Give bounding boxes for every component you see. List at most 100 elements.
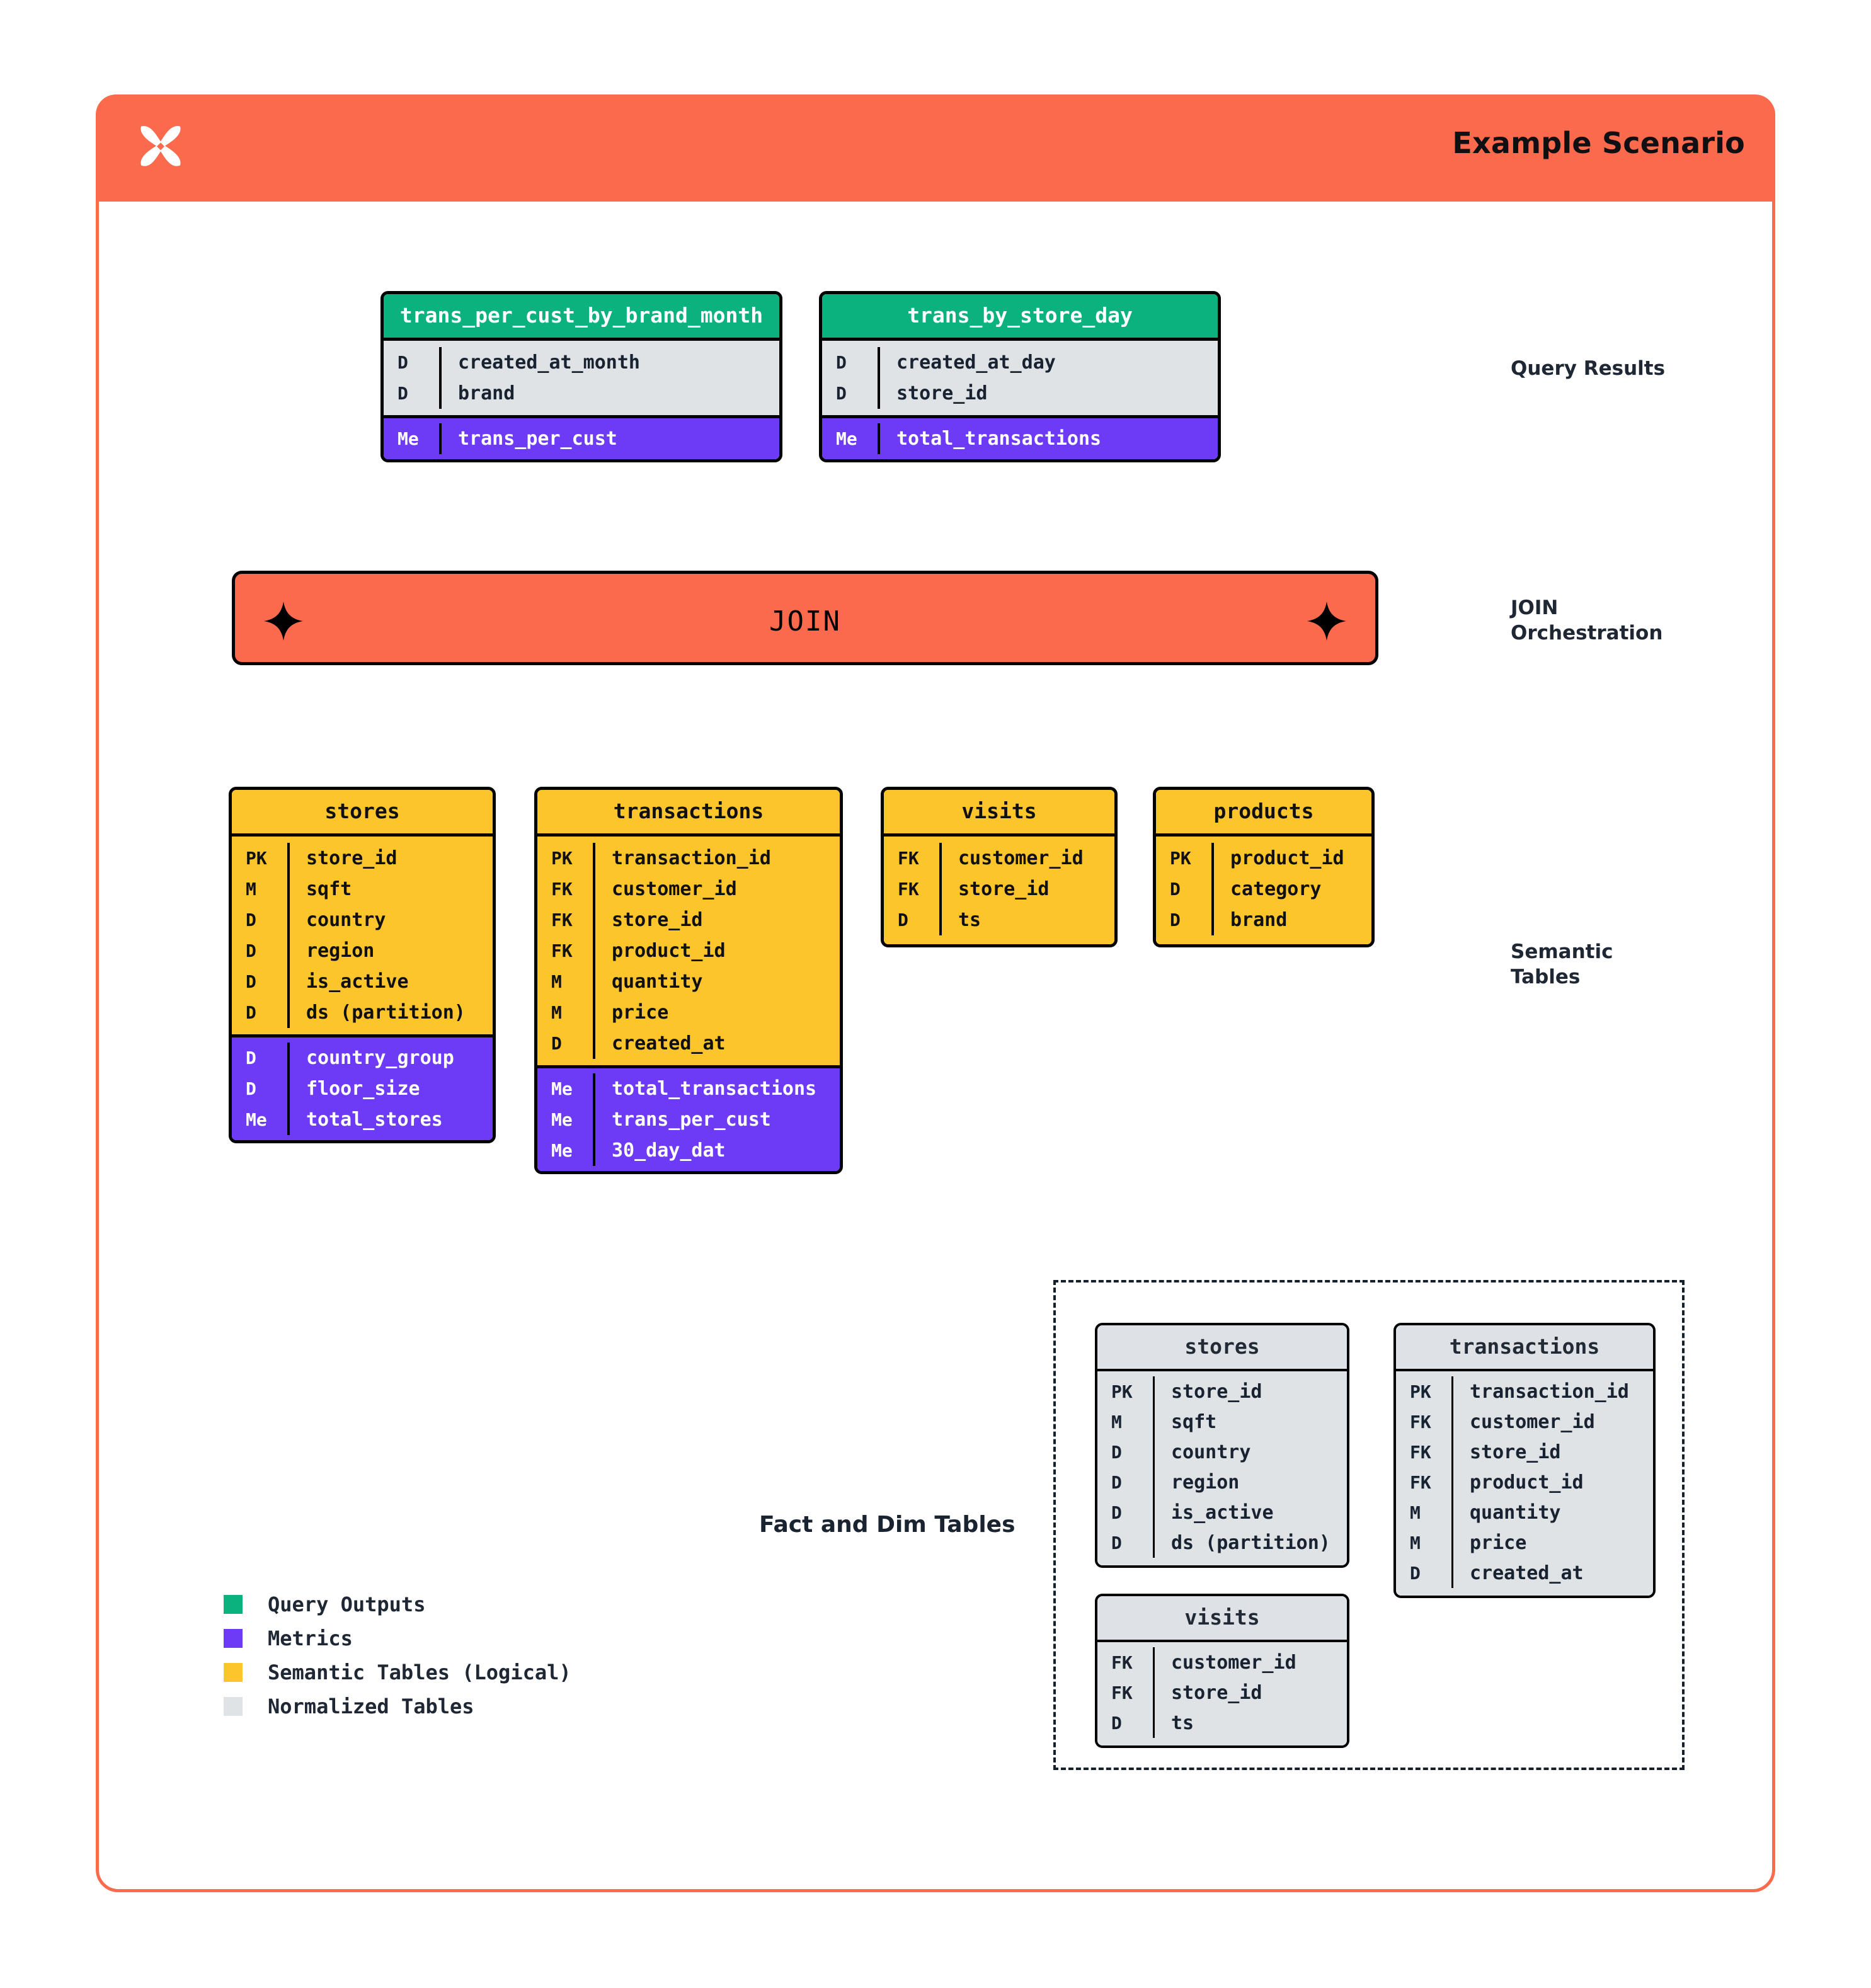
- row-field: price: [1470, 1531, 1527, 1554]
- row-field: floor_size: [306, 1078, 420, 1100]
- row-field: store_id: [1171, 1380, 1262, 1403]
- row-field: region: [306, 940, 375, 962]
- row-key: PK: [1410, 1381, 1431, 1402]
- query-result-table-0[interactable]: trans_per_cust_by_brand_month D created_…: [380, 291, 782, 462]
- metric-section: Me trans_per_cust: [384, 415, 779, 459]
- column-rule: [593, 1135, 595, 1166]
- row-key: D: [246, 1048, 256, 1068]
- annotation-semantic-line2: Tables: [1511, 965, 1581, 988]
- row-field: product_id: [1470, 1471, 1584, 1494]
- column-rule: [1153, 1528, 1155, 1558]
- column-rule: [287, 1104, 290, 1135]
- row-field: ts: [1171, 1711, 1194, 1734]
- join-node[interactable]: JOIN: [232, 571, 1378, 665]
- row-field: store_id: [306, 847, 398, 869]
- row-key: M: [1111, 1411, 1122, 1432]
- row-field: created_at_month: [458, 351, 640, 374]
- row-field: quantity: [612, 971, 703, 993]
- table-title: trans_by_store_day: [822, 294, 1218, 338]
- legend-swatch-semantic-tables: [224, 1663, 243, 1682]
- row-field: brand: [1230, 909, 1288, 931]
- column-rule: [593, 997, 595, 1028]
- column-rule: [439, 347, 442, 378]
- row-field: store_id: [1171, 1681, 1262, 1704]
- annotation-query-results: Query Results: [1511, 357, 1666, 380]
- sparkle-icon: [1307, 602, 1346, 641]
- page-title: Example Scenario: [1452, 126, 1745, 160]
- column-rule: [1451, 1497, 1453, 1528]
- column-rule: [1153, 1677, 1155, 1708]
- legend-swatch-normalized-tables: [224, 1697, 243, 1716]
- row-key: D: [1111, 1712, 1122, 1734]
- row-field: country_group: [306, 1047, 454, 1069]
- table-title: transactions: [1396, 1325, 1653, 1369]
- row-key: M: [1410, 1532, 1421, 1553]
- annotation-join-line1: JOIN: [1511, 597, 1559, 619]
- column-rule: [1451, 1467, 1453, 1497]
- column-rule: [1153, 1467, 1155, 1497]
- row-field: total_transactions: [612, 1078, 817, 1100]
- table-title: products: [1156, 790, 1371, 833]
- row-key: FK: [551, 940, 573, 961]
- row-key: FK: [1111, 1682, 1133, 1703]
- column-rule: [439, 378, 442, 409]
- table-title: visits: [884, 790, 1114, 833]
- row-field: country: [1171, 1441, 1251, 1463]
- row-field: customer_id: [958, 847, 1084, 869]
- dimension-section: D created_at_month D brand: [384, 338, 779, 415]
- annotation-semantic-tables: Semantic Tables: [1511, 940, 1613, 990]
- table-title: visits: [1097, 1596, 1347, 1640]
- row-key: FK: [551, 910, 573, 930]
- row-field: ds (partition): [306, 1002, 466, 1024]
- column-rule: [1211, 843, 1214, 874]
- row-field: country: [306, 909, 386, 931]
- row-key: D: [1170, 910, 1181, 930]
- row-key: PK: [1111, 1381, 1133, 1402]
- row-field: transaction_id: [1470, 1380, 1629, 1403]
- row-field: created_at_day: [896, 351, 1056, 374]
- column-rule: [287, 966, 290, 997]
- row-key: PK: [551, 848, 573, 869]
- table-title: stores: [1097, 1325, 1347, 1369]
- query-result-table-1[interactable]: trans_by_store_day D created_at_day D st…: [819, 291, 1221, 462]
- column-rule: [287, 1043, 290, 1073]
- row-key: D: [246, 940, 256, 961]
- row-field: sqft: [306, 878, 352, 900]
- row-key: FK: [1410, 1471, 1431, 1493]
- annotation-join-orchestration: JOIN Orchestration: [1511, 596, 1662, 646]
- legend-item: Query Outputs: [224, 1587, 571, 1621]
- column-rule: [878, 347, 880, 378]
- legend-item: Normalized Tables: [224, 1689, 571, 1723]
- column-rule: [1451, 1528, 1453, 1558]
- column-rule: [1451, 1558, 1453, 1588]
- table-row: FK product_id: [1396, 1467, 1653, 1497]
- row-field: customer_id: [1171, 1651, 1296, 1674]
- row-field: ds (partition): [1171, 1531, 1330, 1554]
- row-key: FK: [551, 879, 573, 900]
- column-rule: [1153, 1497, 1155, 1528]
- table-row: FK store_id: [1097, 1677, 1347, 1708]
- column-rule: [593, 1104, 595, 1135]
- legend-item: Semantic Tables (Logical): [224, 1655, 571, 1689]
